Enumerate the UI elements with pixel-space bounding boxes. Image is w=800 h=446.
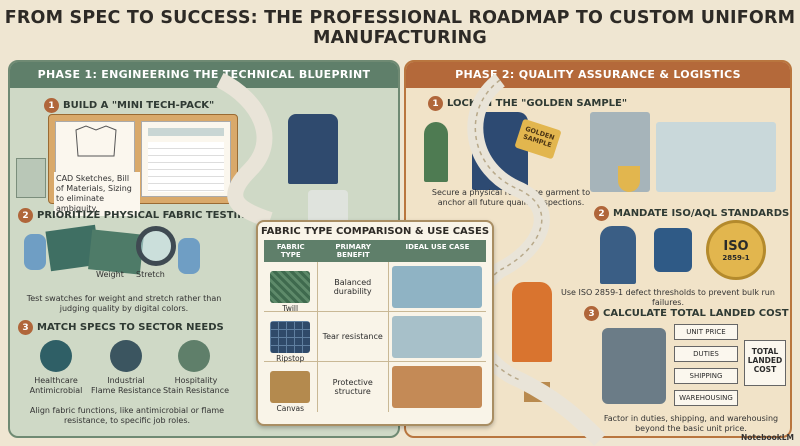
- cargo-ship-icon: [656, 122, 776, 192]
- cost-item-shipping: SHIPPING: [674, 368, 738, 384]
- swatch-stretch-label: Stretch: [136, 270, 165, 279]
- sector-hospitality: Hospitality Stain Resistance: [156, 376, 236, 396]
- step-label: PRIORITIZE PHYSICAL FABRIC TESTING: [37, 210, 254, 221]
- step-label: MATCH SPECS TO SECTOR NEEDS: [37, 322, 224, 333]
- step-number: 2: [594, 206, 609, 221]
- sector-name: Industrial: [107, 376, 145, 385]
- calculator-icon: [602, 328, 666, 404]
- table-row: Canvas Protective structure: [264, 362, 486, 413]
- phase1-step2: 2 PRIORITIZE PHYSICAL FABRIC TESTING: [18, 208, 254, 223]
- construction-scene-icon: [392, 315, 483, 358]
- cost-item-duties: DUTIES: [674, 346, 738, 362]
- col-header: IDEAL USE CASE: [405, 243, 470, 251]
- glove-icon: [178, 238, 200, 274]
- hospitality-chef-hat-icon: [178, 340, 210, 372]
- table-row: Twill Balanced durability: [264, 262, 486, 313]
- brand-logo: NotebookLM: [740, 433, 794, 442]
- cost-item-warehousing: WAREHOUSING: [674, 390, 738, 406]
- benefit-cell: Protective structure: [318, 362, 389, 412]
- p2-step2-caption: Use ISO 2859-1 defect thresholds to prev…: [561, 288, 775, 307]
- ripstop-swatch-icon: Ripstop: [270, 320, 311, 363]
- desk-icon: [16, 158, 46, 198]
- page-title: FROM SPEC TO SUCCESS: THE PROFESSIONAL R…: [4, 8, 796, 48]
- table-row: Ripstop Tear resistance: [264, 312, 486, 363]
- fabric-name: Canvas: [276, 404, 305, 413]
- step2-caption: Test swatches for weight and stretch rat…: [26, 294, 222, 313]
- fabric-comparison-table: FABRIC TYPE COMPARISON & USE CASES FABRI…: [256, 220, 494, 426]
- benefit-cell: Balanced durability: [318, 262, 389, 311]
- step-number: 1: [428, 96, 443, 111]
- phase1-panel: PHASE 1: ENGINEERING THE TECHNICAL BLUEP…: [8, 60, 400, 438]
- table-header: FABRIC TYPE PRIMARY BENEFIT IDEAL USE CA…: [264, 240, 486, 262]
- step3-caption: Align fabric functions, like antimicrobi…: [29, 406, 225, 425]
- step-label: LOCK IN THE "GOLDEN SAMPLE": [447, 98, 628, 109]
- p2-step1-caption: Secure a physical reference garment to a…: [431, 188, 591, 207]
- sector-name: Hospitality: [174, 376, 218, 385]
- cost-item-unit-price: UNIT PRICE: [674, 324, 738, 340]
- swatch-weight-label: Weight: [96, 270, 124, 279]
- healthcare-shield-icon: [40, 340, 72, 372]
- phase2-header: PHASE 2: QUALITY ASSURANCE & LOGISTICS: [406, 62, 790, 88]
- sector-healthcare: Healthcare Antimicrobial: [16, 376, 96, 396]
- fabric-name: Ripstop: [276, 353, 305, 363]
- worker-tablet-icon: [512, 282, 552, 362]
- use-case-cell: [389, 312, 486, 361]
- seal-bottom: 2859-1: [722, 253, 750, 262]
- jacket-icon: [288, 114, 338, 184]
- inspector-icon: [600, 226, 636, 284]
- check-shield-icon: [618, 166, 640, 192]
- magnifier-icon: [136, 226, 176, 266]
- col-header: FABRIC TYPE: [276, 243, 305, 259]
- total-landed-cost: TOTAL LANDED COST: [744, 340, 786, 386]
- sector-benefit: Stain Resistance: [162, 386, 230, 395]
- glove-icon: [24, 234, 46, 270]
- fabric-name: Twill: [282, 303, 299, 313]
- step-label: BUILD A "MINI TECH-PACK": [63, 100, 215, 111]
- canvas-swatch-icon: Canvas: [270, 371, 311, 413]
- table-title: FABRIC TYPE COMPARISON & USE CASES: [260, 226, 490, 237]
- sector-industrial: Industrial Flame Resistance: [86, 376, 166, 396]
- plant-icon: [424, 122, 448, 182]
- phase1-step3: 3 MATCH SPECS TO SECTOR NEEDS: [18, 320, 224, 335]
- step-number: 3: [584, 306, 599, 321]
- use-case-cell: [389, 262, 486, 311]
- iso-seal-badge: ISO 2859-1: [706, 220, 766, 280]
- cardboard-box-icon: [524, 382, 550, 402]
- col-header: PRIMARY BENEFIT: [335, 243, 371, 259]
- phase2-step1: 1 LOCK IN THE "GOLDEN SAMPLE": [428, 96, 627, 111]
- step1-caption: CAD Sketches, Bill of Materials, Sizing …: [54, 172, 140, 216]
- seal-top: ISO: [723, 238, 749, 254]
- step-label: CALCULATE TOTAL LANDED COST: [603, 308, 789, 319]
- shirt-icon: [654, 228, 692, 272]
- fabric-cell: Ripstop: [264, 312, 318, 363]
- phase1-step1: 1 BUILD A "MINI TECH-PACK": [44, 98, 214, 113]
- fabric-cell: Canvas: [264, 362, 318, 413]
- phase2-step3: 3 CALCULATE TOTAL LANDED COST: [584, 306, 789, 321]
- phase1-header: PHASE 1: ENGINEERING THE TECHNICAL BLUEP…: [10, 62, 398, 88]
- sector-name: Healthcare: [34, 376, 78, 385]
- industrial-hardhat-icon: [110, 340, 142, 372]
- fabric-cell: Twill: [264, 262, 318, 313]
- step-number: 1: [44, 98, 59, 113]
- golden-sample-jacket-icon: [472, 112, 528, 190]
- twill-swatch-icon: Twill: [270, 270, 311, 313]
- fabric-swatch-icon: [88, 229, 144, 275]
- workshop-scene-icon: [392, 366, 483, 408]
- p2-step3-caption: Factor in duties, shipping, and warehous…: [603, 414, 779, 433]
- office-scene-icon: [392, 265, 483, 308]
- benefit-cell: Tear resistance: [318, 312, 389, 361]
- step-number: 3: [18, 320, 33, 335]
- step-label: MANDATE ISO/AQL STANDARDS: [613, 208, 790, 219]
- phase2-step2: 2 MANDATE ISO/AQL STANDARDS: [594, 206, 789, 221]
- sector-benefit: Antimicrobial: [29, 386, 83, 395]
- step-number: 2: [18, 208, 33, 223]
- use-case-cell: [389, 362, 486, 412]
- sector-benefit: Flame Resistance: [90, 386, 162, 395]
